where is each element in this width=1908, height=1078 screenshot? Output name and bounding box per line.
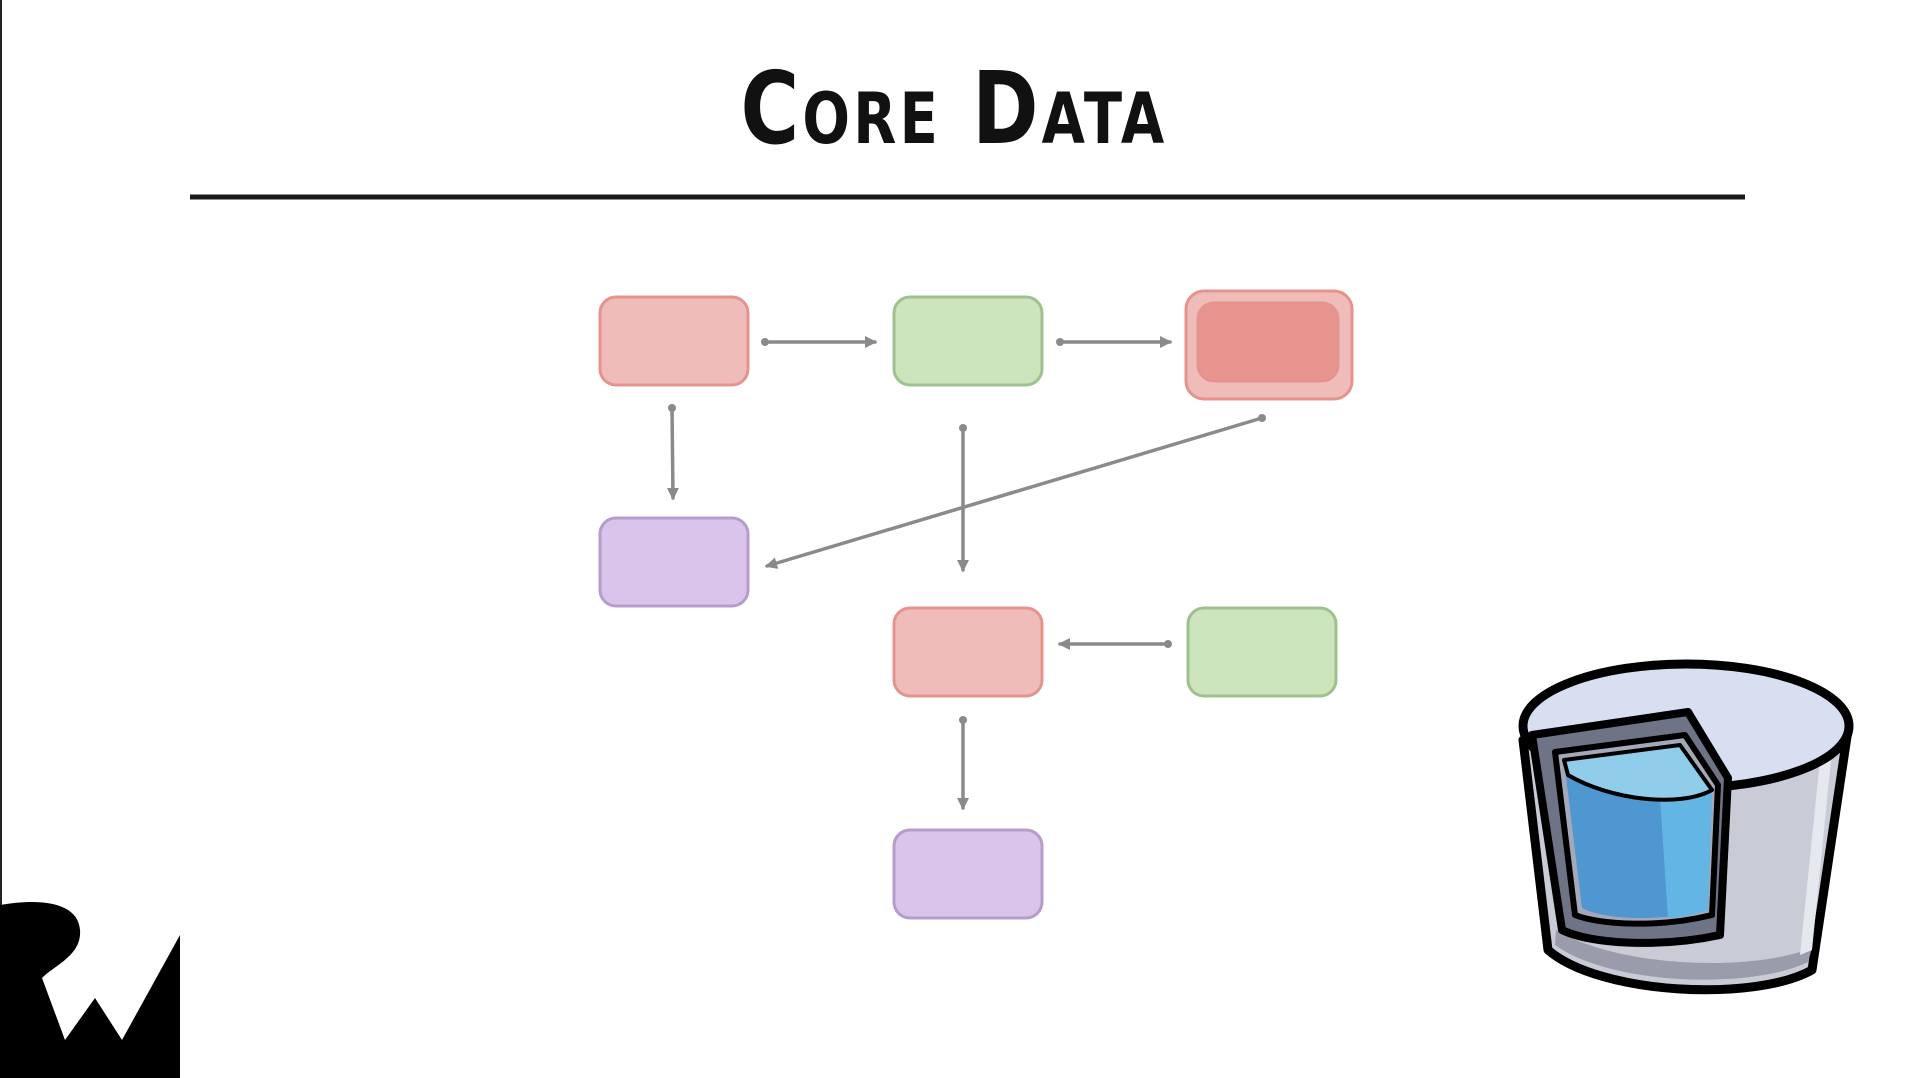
core-data-database-icon [1518,659,1854,995]
diagram-node-n3 [1196,301,1340,383]
diagram-edge-n1-n4 [666,406,679,500]
diagram-node-n7 [892,828,1044,920]
slide-title: Core Data [740,50,1168,167]
left-edge-line [0,0,2,1078]
rw-logo-icon [0,901,180,1078]
diagram-edge-tail-n3-n4 [1258,414,1266,422]
diagram-nodes [598,289,1354,920]
diagram-edge-tail-n1-n4 [668,404,676,412]
diagram-edge-tail-n2-n5 [959,424,967,432]
diagram-node-n2 [892,295,1044,387]
diagram-edges [666,336,1266,810]
diagram-edge-tail-n1-n2 [761,338,769,346]
diagram-node-n4 [598,516,750,608]
diagram-edge-tail-n5-n7 [959,716,967,724]
diagram-node-n1 [598,295,750,387]
diagram-edge-tail-n2-n3 [1056,338,1064,346]
diagram-edge-tail-n6-n5 [1164,640,1172,648]
diagram-edge-n3-n4 [765,416,1264,569]
diagram-node-n5 [892,606,1044,698]
diagram-node-n6 [1186,606,1338,698]
